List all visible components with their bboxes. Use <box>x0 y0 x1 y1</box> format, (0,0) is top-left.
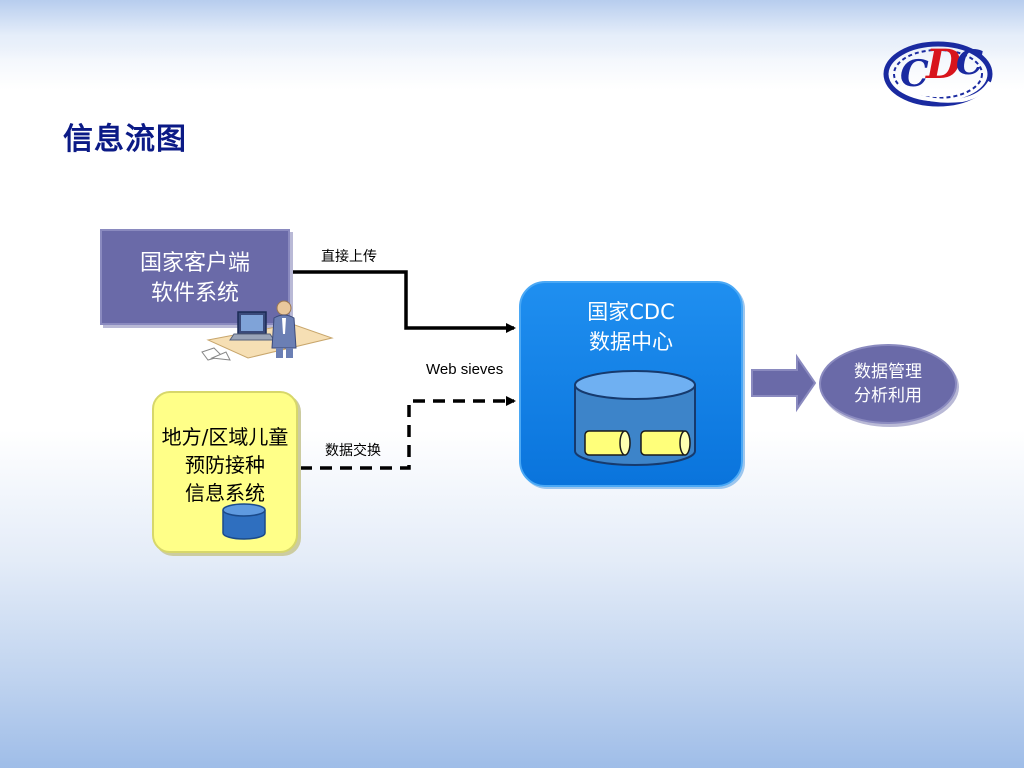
data-exchange-connector <box>300 396 516 470</box>
cdc-logo: C D C <box>883 41 993 107</box>
svg-text:C: C <box>956 43 983 83</box>
analysis-line-2: 分析利用 <box>854 386 922 406</box>
svg-text:C: C <box>900 53 929 95</box>
data-analysis-ellipse: 数据管理 分析利用 <box>819 344 957 424</box>
web-sieves-label: Web sieves <box>426 361 504 378</box>
local-system-line-3: 信息系统 <box>185 481 265 505</box>
page-title: 信息流图 <box>63 122 187 157</box>
analysis-line-1: 数据管理 <box>854 362 922 382</box>
direct-upload-label: 直接上传 <box>321 249 377 265</box>
cdc-line-1: 国家CDC <box>587 300 675 324</box>
top-gradient-band <box>0 0 1024 60</box>
local-system-line-1: 地方/区域儿童 <box>161 425 289 449</box>
svg-text:D: D <box>925 41 961 88</box>
database-icon <box>222 503 266 540</box>
block-arrow-right-icon <box>751 353 817 413</box>
national-client-line-1: 国家客户端 <box>139 251 250 276</box>
direct-upload-connector <box>291 270 516 333</box>
data-exchange-label: 数据交换 <box>325 443 381 459</box>
local-system-line-2: 预防接种 <box>185 453 265 477</box>
user-at-laptop-icon <box>201 300 334 361</box>
storage-drive-icon <box>584 430 631 456</box>
national-client-line-2: 软件系统 <box>150 281 239 306</box>
storage-drive-icon <box>640 430 691 456</box>
national-client-software-box: 国家客户端 软件系统 <box>100 229 290 325</box>
cdc-line-2: 数据中心 <box>589 330 673 354</box>
database-server-icon <box>574 370 696 466</box>
